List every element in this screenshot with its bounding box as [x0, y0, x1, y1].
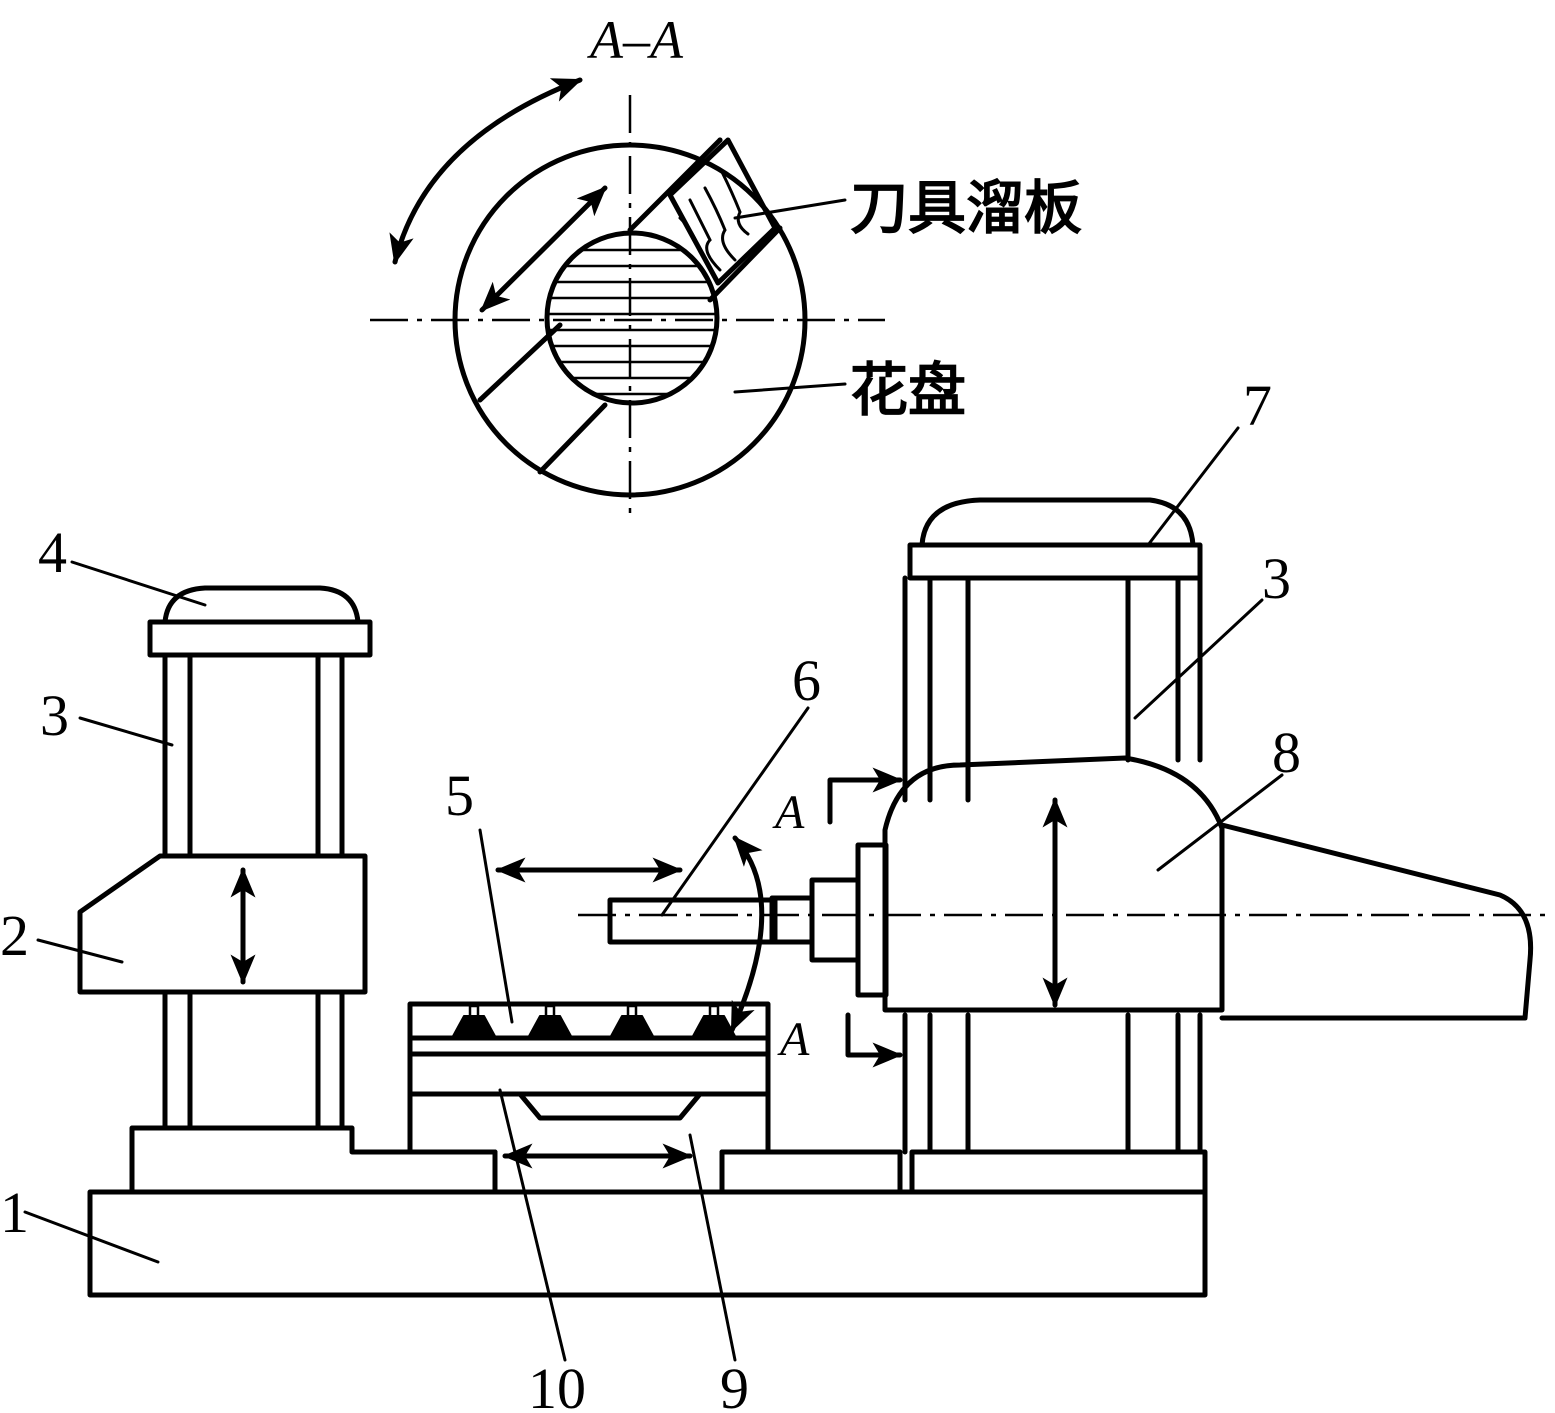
part-number-5: 5 — [445, 763, 474, 828]
left-cap — [147, 585, 373, 658]
worktable — [407, 1001, 771, 1057]
part-number-3-left: 3 — [40, 683, 69, 748]
section-view: A–A — [370, 10, 1082, 515]
section-title: A–A — [587, 10, 684, 70]
part-number-2: 2 — [0, 903, 29, 968]
section-marks: A A — [772, 767, 903, 1068]
part-number-4: 4 — [38, 520, 67, 585]
tool-slide-hatch — [678, 170, 750, 272]
faceplate-label: 花盘 — [850, 356, 966, 424]
slide-guide-line-a — [477, 322, 563, 403]
section-mark-lower: A — [777, 1013, 810, 1066]
left-column — [162, 652, 345, 1131]
table-slide — [407, 1051, 771, 1097]
rotation-arrow — [389, 77, 583, 265]
right-cap — [907, 497, 1203, 581]
tool-slide-block — [667, 137, 778, 286]
part-number-9: 9 — [720, 1356, 749, 1413]
part-number-1: 1 — [0, 1180, 29, 1245]
bed — [87, 1125, 1208, 1298]
part-number-8: 8 — [1272, 720, 1301, 785]
part-number-7: 7 — [1243, 373, 1272, 438]
tool-slide-leader — [733, 198, 847, 220]
workpiece-section — [544, 230, 720, 406]
slide-guide-line-b — [537, 402, 608, 475]
slide-guide-upper — [627, 137, 723, 233]
slide-guide-line-c — [707, 225, 783, 303]
faceplate-circle — [452, 142, 808, 498]
part-number-6: 6 — [792, 648, 821, 713]
tool-rotation-arrow — [729, 835, 765, 1033]
section-mark-upper: A — [772, 786, 805, 839]
faceplate-leader — [733, 382, 847, 394]
part-number-3-right: 3 — [1262, 546, 1291, 611]
saddle — [407, 1091, 771, 1195]
radial-feed-arrow — [479, 185, 608, 313]
part-number-10: 10 — [528, 1356, 586, 1413]
machine-view: A A 4 3 2 1 5 6 7 3 8 10 — [0, 373, 1552, 1413]
tool — [495, 835, 778, 1033]
right-column — [902, 575, 1203, 1155]
tool-slide-label: 刀具溜板 — [850, 174, 1082, 242]
right-headstock — [578, 755, 1552, 1021]
left-headstock — [77, 853, 368, 995]
part-callouts: 4 3 2 1 5 6 7 3 8 10 9 — [0, 373, 1301, 1413]
